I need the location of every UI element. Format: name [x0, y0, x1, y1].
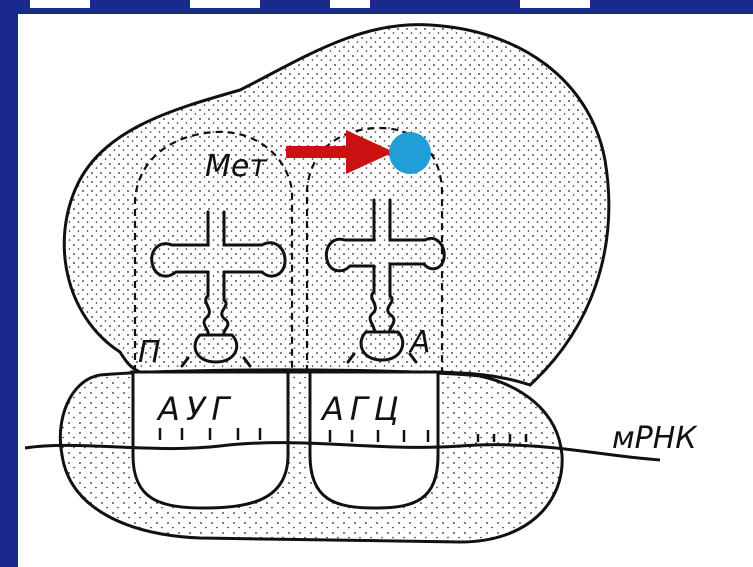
- codon-1-label: АУГ: [156, 390, 235, 428]
- amino-acid-dot: [389, 132, 431, 174]
- large-subunit: [64, 25, 609, 385]
- amino-acid-label: Мет: [205, 149, 268, 184]
- a-site-label: А: [408, 325, 431, 360]
- mrna-label: мРНК: [612, 421, 698, 456]
- p-site-label: П: [138, 335, 161, 370]
- codon-2-label: АГЦ: [320, 390, 405, 428]
